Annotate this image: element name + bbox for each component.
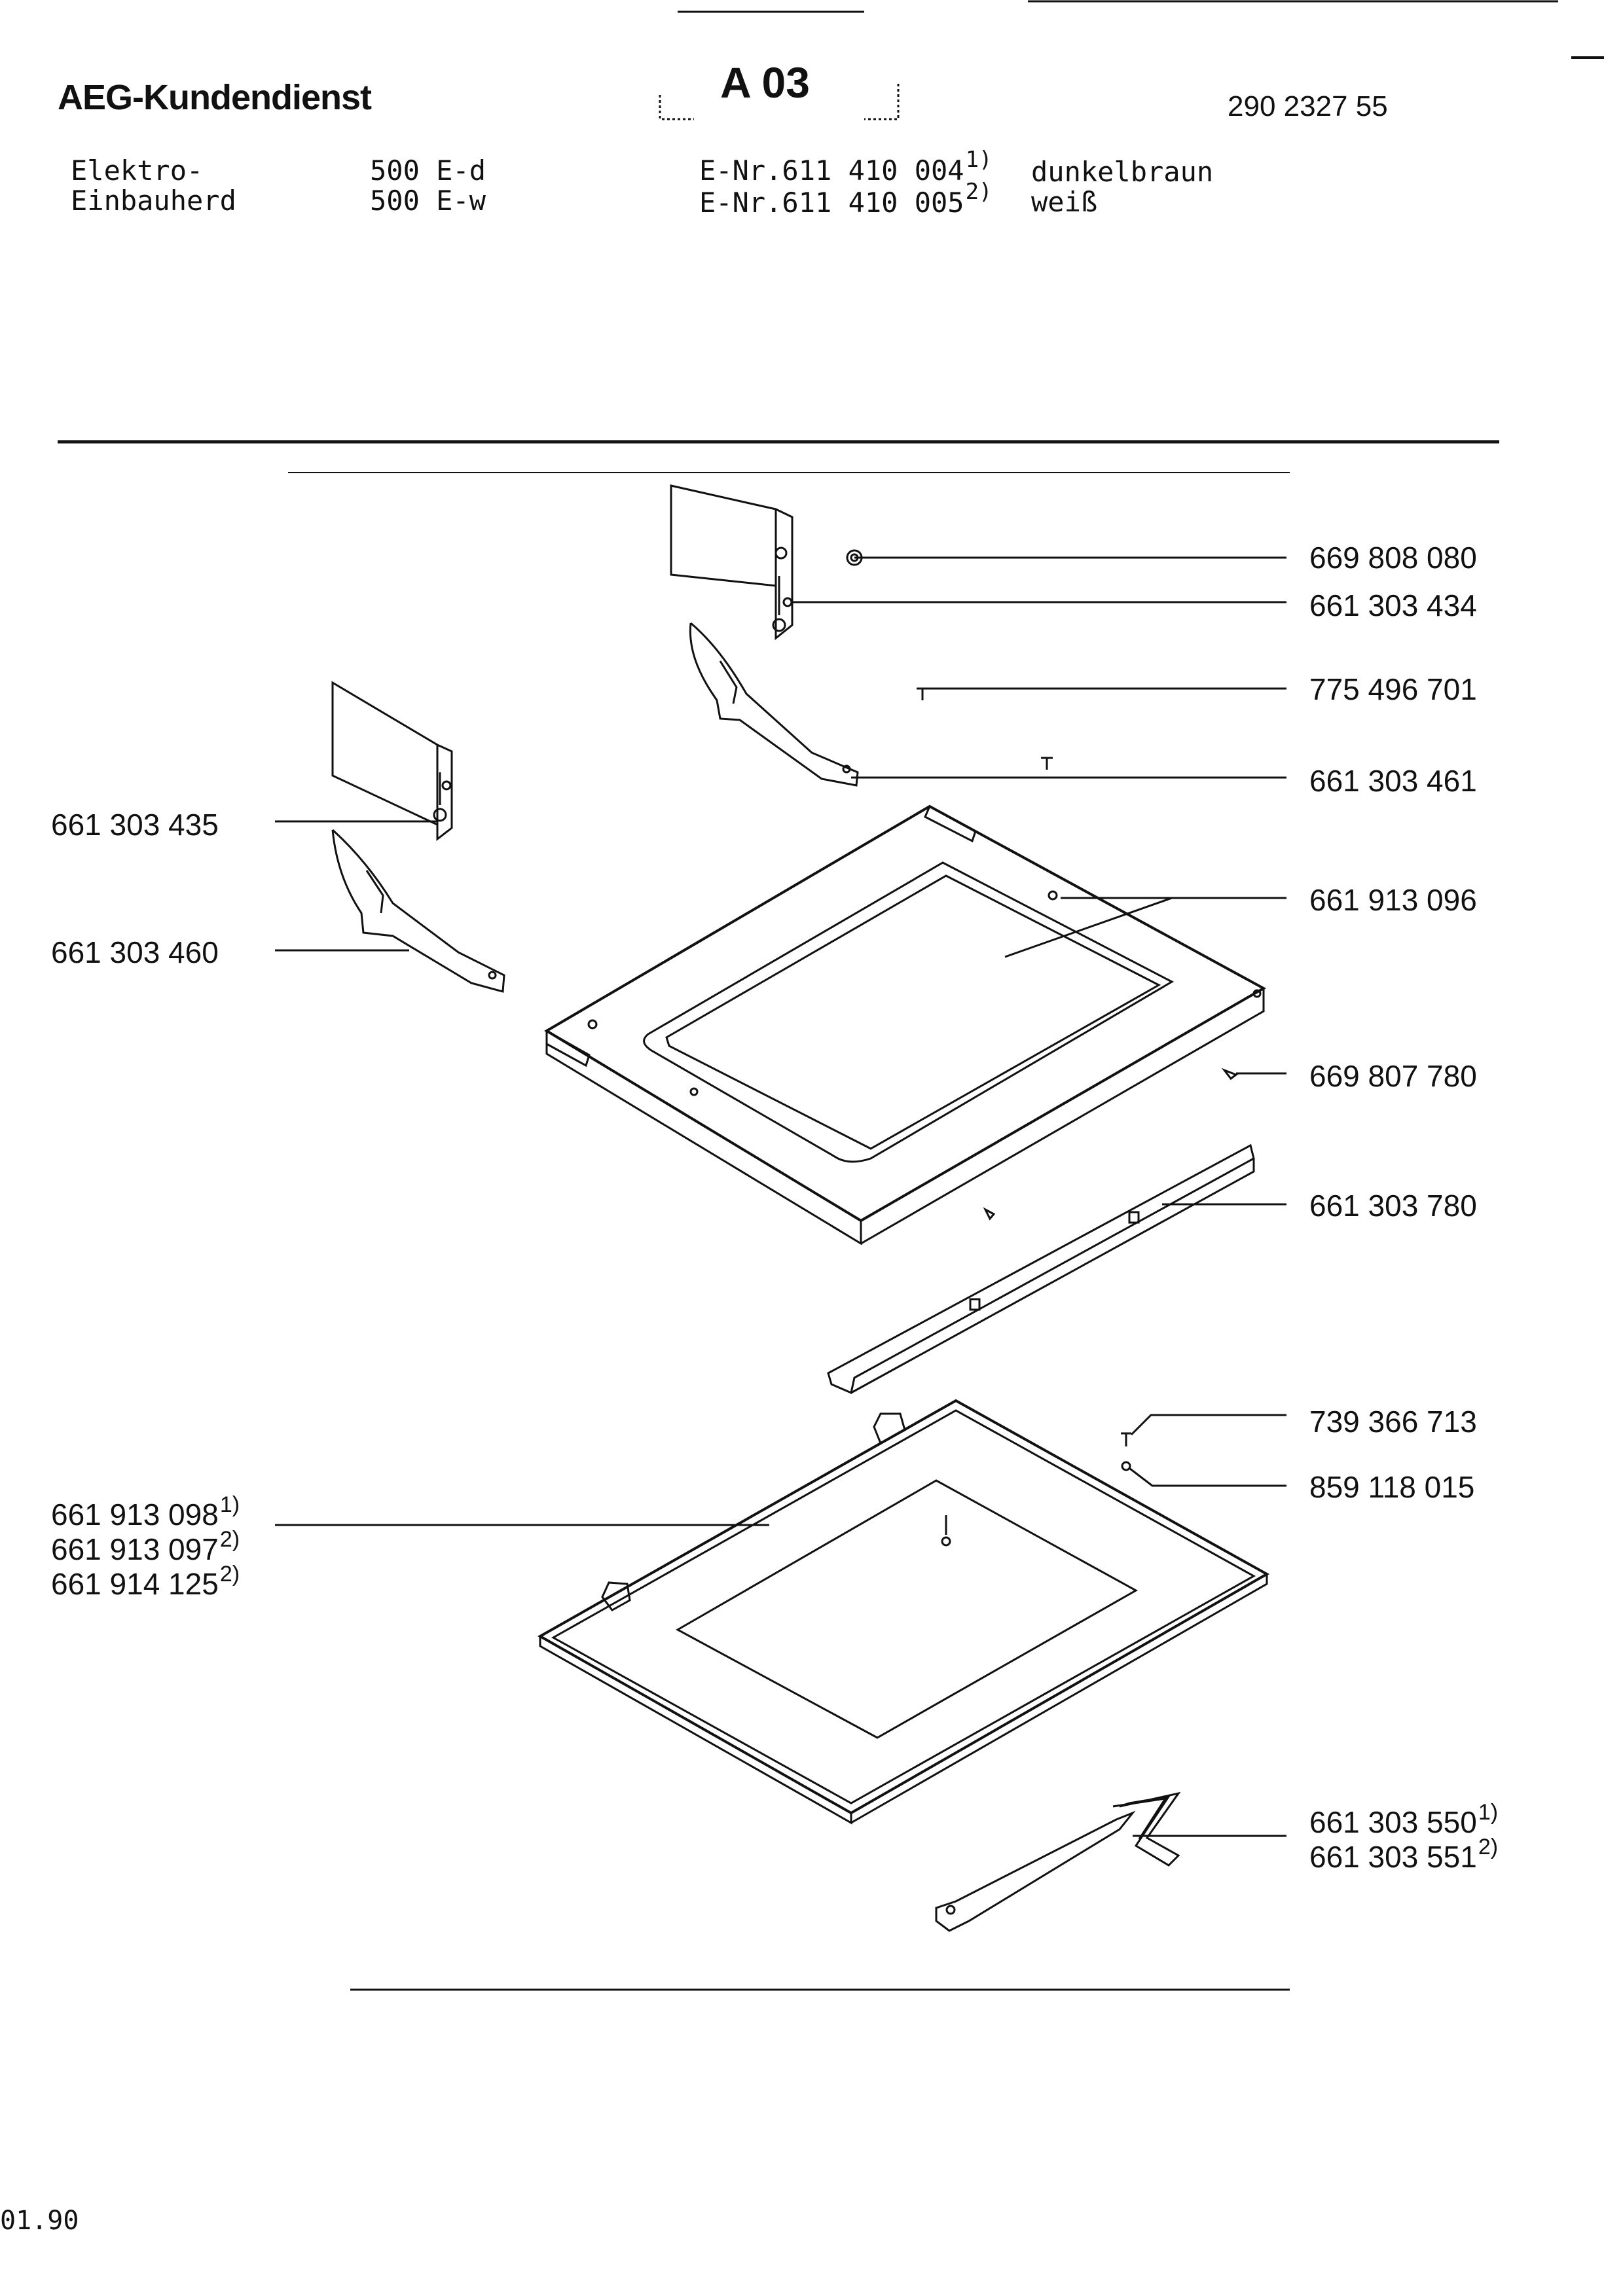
color-2: weiß: [1031, 186, 1098, 218]
part-661913098-text: 661 913 098: [51, 1498, 219, 1532]
enr-1-note: 1): [965, 147, 993, 173]
enr-2: E-Nr.611 410 0052): [699, 179, 993, 220]
part-661303434: 661 303 434: [1309, 588, 1477, 622]
part-661913096: 661 913 096: [1309, 883, 1477, 917]
part-661303435: 661 303 435: [51, 808, 219, 842]
document-number: 290 2327 55: [1228, 90, 1388, 122]
enr-1-text: E-Nr.611 410 004: [699, 154, 964, 187]
enr-2-note: 2): [965, 179, 993, 205]
model-list: 500 E-d 500 E-w: [370, 156, 486, 216]
part-661913097-note: 2): [219, 1527, 240, 1552]
code-bracket-left: [659, 95, 694, 120]
appliance-type: Elektro- Einbauherd: [71, 156, 236, 216]
outer-door-frame: [537, 1399, 1270, 1825]
color-list: dunkelbraun weiß: [1031, 157, 1213, 217]
leader-661913096: [1004, 897, 1286, 958]
leader-lines: [275, 556, 1286, 1837]
leader-859118015: [1129, 1467, 1286, 1487]
footer-date: 01.90: [0, 2206, 79, 2236]
hinge-cover-right: [670, 484, 793, 641]
screw-775496701: [917, 687, 928, 700]
part-661913097: 661 913 0972): [51, 1527, 240, 1568]
part-661303461: 661 303 461: [1309, 764, 1477, 798]
part-661913098-note: 1): [219, 1492, 240, 1517]
screw-669807780: [1221, 1067, 1239, 1081]
appliance-type-line2: Einbauherd: [71, 185, 236, 217]
hinge-right: [689, 622, 859, 787]
section-code: A 03: [720, 58, 810, 107]
part-859118015: 859 118 015: [1309, 1470, 1475, 1504]
part-669808080: 669 808 080: [1309, 541, 1477, 575]
appliance-type-line1: Elektro-: [71, 154, 204, 187]
hinge-cover-left: [331, 681, 453, 842]
part-661303551-text: 661 303 551: [1309, 1840, 1477, 1874]
screw-rail: [983, 1207, 996, 1221]
part-661914125-note: 2): [219, 1562, 240, 1587]
part-661303780: 661 303 780: [1309, 1189, 1477, 1223]
part-661914125: 661 914 1252): [51, 1562, 240, 1603]
part-661303551: 661 303 5512): [1309, 1835, 1498, 1876]
part-661303460: 661 303 460: [51, 935, 219, 969]
screw-775496701-b: [1041, 757, 1053, 770]
screw-739366713: [1121, 1432, 1131, 1446]
inner-door-panel: [544, 804, 1267, 1246]
part-661914125-text: 661 914 125: [51, 1567, 219, 1601]
part-669807780: 669 807 780: [1309, 1059, 1477, 1093]
leader-739366713: [1130, 1414, 1286, 1436]
part-739366713: 739 366 713: [1309, 1405, 1477, 1439]
enr-2-text: E-Nr.611 410 005: [699, 187, 964, 219]
brand-title: AEG-Kundendienst: [58, 78, 372, 117]
door-handle: [935, 1791, 1181, 1932]
part-661913097-text: 661 913 097: [51, 1532, 219, 1566]
part-661303550-text: 661 303 550: [1309, 1805, 1477, 1839]
part-775496701: 775 496 701: [1309, 672, 1477, 706]
enr-1: E-Nr.611 410 0041): [699, 147, 993, 188]
part-661303551-note: 2): [1478, 1835, 1499, 1859]
washer-859118015: [1121, 1461, 1131, 1471]
code-bracket-right: [864, 84, 900, 120]
part-661913098: 661 913 0981): [51, 1492, 240, 1534]
model-2: 500 E-w: [370, 185, 486, 217]
model-1: 500 E-d: [370, 154, 486, 187]
cross-rail: [827, 1143, 1255, 1395]
handle-part-list: 661 303 5501) 661 303 5512): [1309, 1800, 1498, 1876]
enr-list: E-Nr.611 410 0041) E-Nr.611 410 0052): [699, 147, 993, 220]
color-1: dunkelbraun: [1031, 156, 1214, 188]
part-661303550-note: 1): [1478, 1800, 1499, 1825]
door-frame-part-list: 661 913 0981) 661 913 0972) 661 914 1252…: [51, 1492, 240, 1603]
part-661303550: 661 303 5501): [1309, 1800, 1498, 1841]
hinge-left: [331, 829, 505, 993]
